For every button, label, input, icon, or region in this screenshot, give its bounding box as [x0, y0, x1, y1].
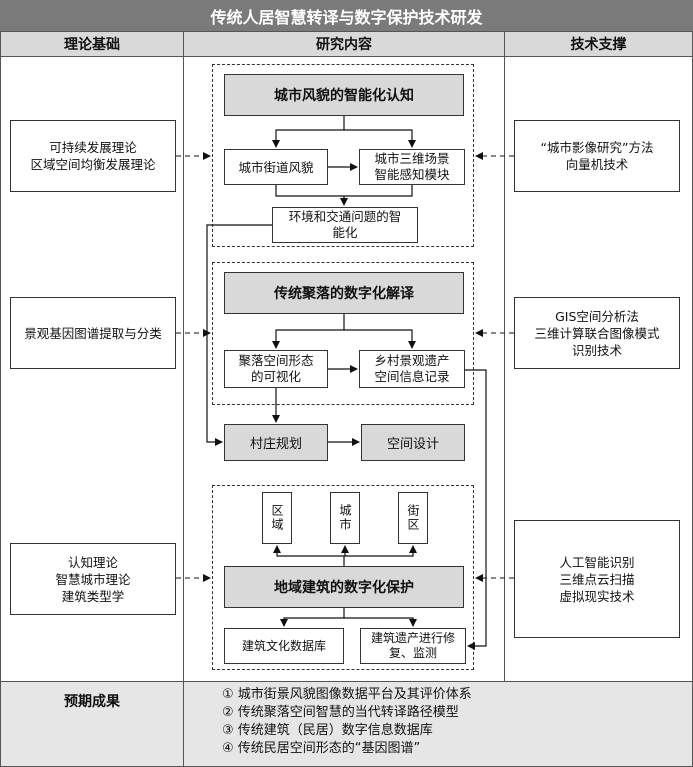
box-line: 建筑遗产进行修	[370, 631, 455, 645]
theory-line: 建筑类型学	[61, 588, 125, 604]
arrow-g1-merge	[275, 185, 413, 197]
g3-restoration-box: 建筑遗产进行修 复、监测	[360, 628, 466, 664]
tech-box-gis: GIS空间分析法 三维计算联合图像模式 识别技术	[514, 297, 680, 369]
g2-visualization-box: 聚落空间形态 的可视化	[224, 350, 328, 388]
header-tech: 技术支撑	[504, 31, 693, 57]
theory-box-cognition: 认知理论 智慧城市理论 建筑类型学	[10, 543, 176, 615]
box-line: 乡村景观遗产	[374, 353, 450, 368]
g3-database-box: 建筑文化数据库	[224, 628, 344, 664]
theory-line: 景观基因图谱提取与分类	[24, 325, 162, 341]
box-line: 能化	[332, 225, 358, 240]
arrow-g2-split-right	[344, 329, 416, 349]
arrow-g1-split-right	[344, 129, 416, 148]
arrow-g1-split	[272, 116, 345, 148]
theory-box-sustainable: 可持续发展理论 区域空间均衡发展理论	[10, 120, 176, 192]
box-line: 空间信息记录	[374, 369, 450, 384]
tech-line: “城市影像研究”方法	[540, 140, 654, 155]
header-content: 研究内容	[183, 31, 505, 57]
result-item: ② 传统聚落空间智慧的当代转译路径模型	[222, 705, 459, 720]
result-item: ④ 传统民居空间形态的“基因图谱”	[222, 741, 421, 756]
arrow-g3-to-block	[344, 545, 417, 557]
theory-line: 智慧城市理论	[55, 571, 131, 587]
arrow-g3-split-down	[280, 608, 345, 627]
arrow-heritage-to-restoration	[465, 369, 487, 650]
g3-city-box: 城市	[330, 492, 360, 544]
tech-line: 三维计算联合图像模式	[534, 325, 660, 341]
results-label: 预期成果	[64, 694, 120, 710]
result-item: ① 城市街景风貌图像数据平台及其评价体系	[222, 687, 472, 702]
g1-street-style-box: 城市街道风貌	[224, 149, 328, 185]
tech-line: 识别技术	[571, 342, 622, 358]
result-item: ③ 传统建筑（民居）数字信息数据库	[222, 723, 433, 738]
g3-block-box: 街区	[398, 492, 428, 544]
g2-title-box: 传统聚落的数字化解译	[224, 272, 464, 314]
tech-line: 三维点云扫描	[559, 571, 635, 587]
box-line: 智能感知模块	[374, 167, 450, 182]
box-line: 环境和交通问题的智	[288, 209, 402, 224]
theory-box-landscape-gene: 景观基因图谱提取与分类	[10, 297, 176, 369]
tech-line: 虚拟现实技术	[559, 588, 635, 604]
g3-region-box: 区域	[262, 492, 292, 544]
diagram-title: 传统人居智慧转译与数字保护技术研发	[0, 0, 693, 31]
tech-line: 向量机技术	[565, 157, 629, 172]
arrow-g3-title-up	[273, 545, 345, 566]
group-city-intelligence	[212, 64, 474, 247]
results-divider	[183, 681, 184, 767]
group-settlement-decoding	[212, 262, 474, 405]
theory-line: 认知理论	[67, 554, 118, 570]
tech-box-city-image: “城市影像研究”方法 向量机技术	[514, 120, 680, 192]
results-list: ① 城市街景风貌图像数据平台及其评价体系 ② 传统聚落空间智慧的当代转译路径模型…	[222, 686, 682, 758]
g2-heritage-record-box: 乡村景观遗产 空间信息记录	[359, 350, 465, 388]
village-planning-box: 村庄规划	[224, 424, 328, 461]
theory-line: 区域空间均衡发展理论	[30, 157, 156, 172]
arrow-env-to-planning	[206, 224, 272, 446]
spatial-design-box: 空间设计	[361, 424, 465, 461]
arrow-g2-split	[272, 314, 345, 349]
g1-env-traffic-box: 环境和交通问题的智 能化	[272, 207, 418, 243]
group-building-protection	[212, 485, 474, 670]
box-line: 复、监测	[388, 646, 437, 660]
tech-line: GIS空间分析法	[555, 308, 639, 324]
box-line: 城市三维场景	[374, 151, 450, 166]
box-line: 的可视化	[250, 369, 301, 384]
tech-line: 人工智能识别	[559, 554, 635, 570]
g1-title-box: 城市风貌的智能化认知	[224, 74, 464, 116]
box-line: 聚落空间形态	[238, 353, 314, 368]
g3-title-box: 地域建筑的数字化保护	[224, 566, 464, 608]
theory-line: 可持续发展理论	[49, 140, 137, 155]
tech-box-ai: 人工智能识别 三维点云扫描 虚拟现实技术	[514, 520, 680, 638]
g1-3d-scene-box: 城市三维场景 智能感知模块	[359, 149, 465, 185]
arrow-g3-split-down-right	[344, 617, 417, 627]
